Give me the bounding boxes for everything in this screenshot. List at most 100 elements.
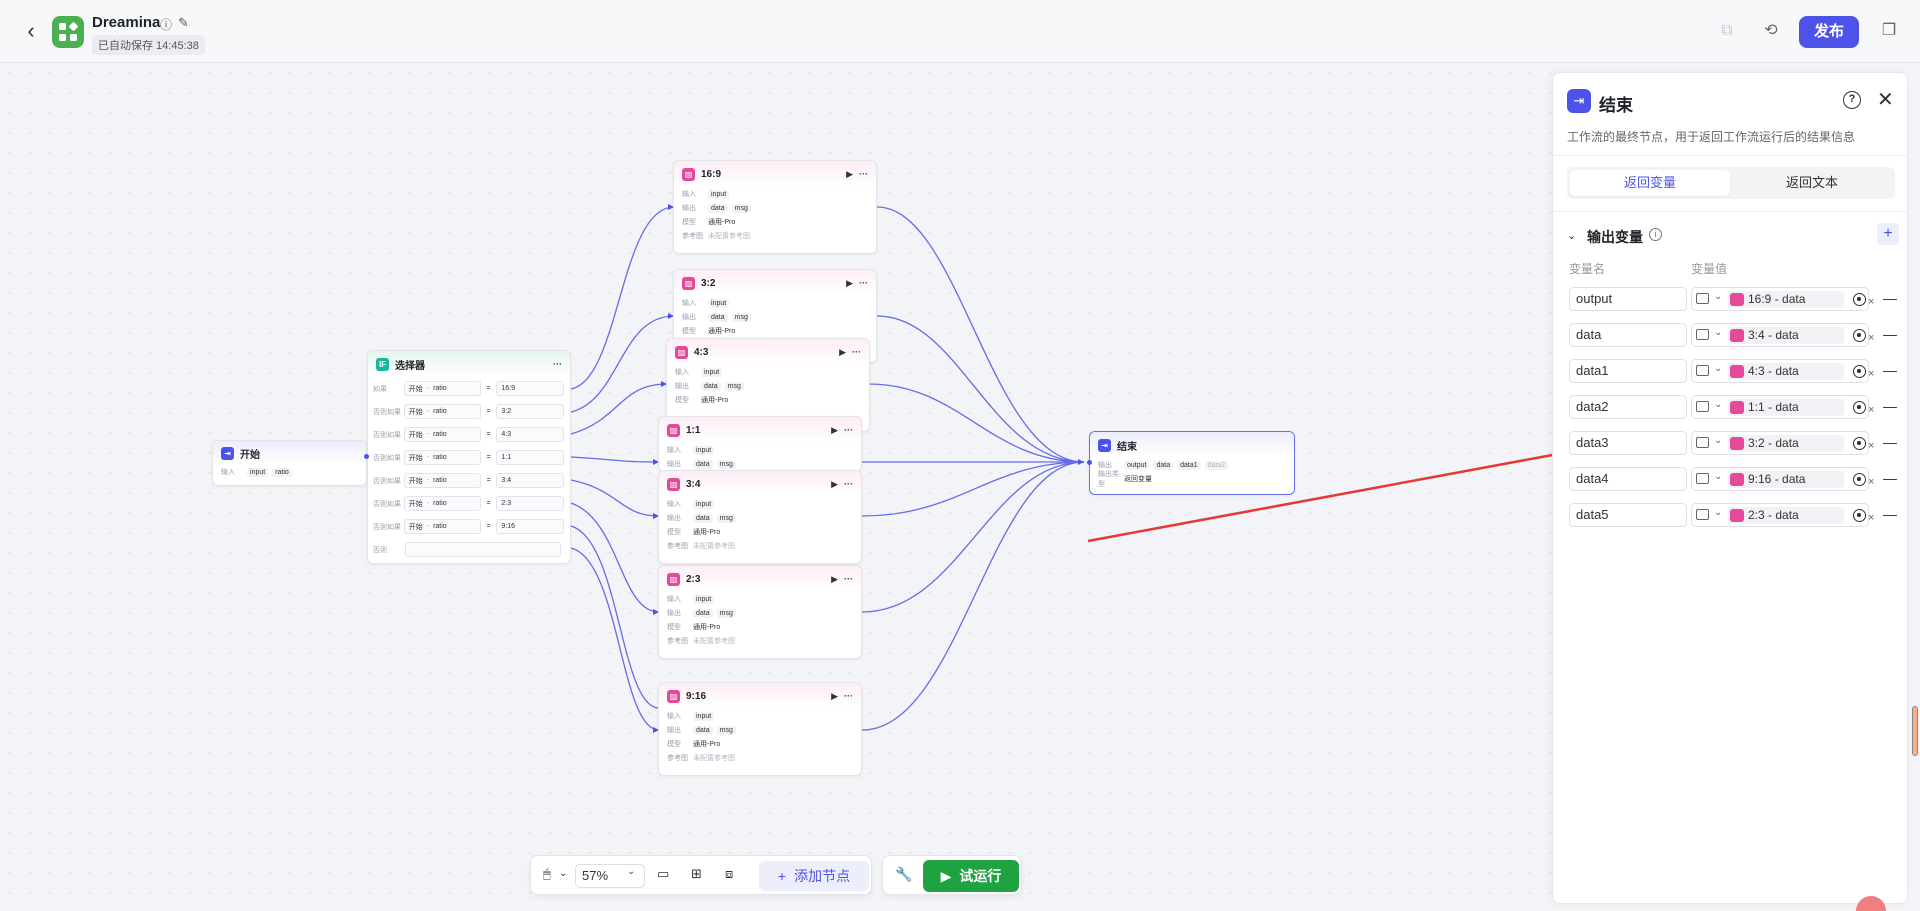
- chevron-down-icon[interactable]: ⌄: [627, 866, 636, 877]
- variable-value-select[interactable]: ⌄ 3:4 - data×: [1691, 323, 1874, 347]
- target-icon[interactable]: [1853, 293, 1866, 306]
- more-icon[interactable]: ···: [844, 574, 853, 584]
- start-node[interactable]: ⇥ 开始 输入 input ratio: [212, 440, 367, 486]
- remove-variable-icon[interactable]: —: [1883, 470, 1897, 486]
- chevron-down-icon[interactable]: ⌄: [1714, 507, 1723, 518]
- play-icon[interactable]: ▶: [831, 573, 838, 584]
- play-icon[interactable]: ▶: [846, 168, 853, 179]
- image-type-icon[interactable]: [1696, 473, 1709, 484]
- target-icon[interactable]: [1853, 473, 1866, 486]
- more-icon[interactable]: ···: [859, 169, 868, 179]
- remove-variable-icon[interactable]: —: [1883, 434, 1897, 450]
- variable-value-select[interactable]: ⌄ 16:9 - data×: [1691, 287, 1874, 311]
- add-node-button[interactable]: +添加节点: [759, 861, 869, 891]
- add-variable-button[interactable]: +: [1877, 223, 1899, 245]
- tab-return-text[interactable]: 返回文本: [1785, 175, 1838, 190]
- variable-name-input[interactable]: data3: [1569, 431, 1687, 455]
- mouse-icon[interactable]: 🖱: [543, 866, 551, 881]
- variable-name-input[interactable]: data: [1569, 323, 1687, 347]
- play-icon[interactable]: ▶: [846, 277, 853, 288]
- duplicate-icon[interactable]: ❐: [1881, 22, 1897, 39]
- variable-name-input[interactable]: data2: [1569, 395, 1687, 419]
- more-icon[interactable]: ···: [844, 691, 853, 701]
- variable-value-select[interactable]: ⌄ 2:3 - data×: [1691, 503, 1874, 527]
- remove-variable-icon[interactable]: —: [1883, 506, 1897, 522]
- back-chevron-icon[interactable]: ‹: [27, 18, 35, 43]
- play-icon[interactable]: ▶: [831, 478, 838, 489]
- target-icon[interactable]: [1853, 365, 1866, 378]
- copy-icon[interactable]: ⧉: [1721, 22, 1733, 39]
- variable-name-input[interactable]: output: [1569, 287, 1687, 311]
- chevron-down-icon[interactable]: ⌄: [1567, 230, 1577, 242]
- more-icon[interactable]: ···: [844, 479, 853, 489]
- remove-variable-icon[interactable]: —: [1883, 326, 1897, 342]
- clear-icon[interactable]: ×: [1868, 332, 1875, 344]
- image-type-icon[interactable]: [1696, 437, 1709, 448]
- target-icon[interactable]: [1853, 329, 1866, 342]
- play-icon[interactable]: ▶: [839, 346, 846, 357]
- chevron-down-icon[interactable]: ⌄: [1714, 327, 1723, 338]
- more-icon[interactable]: ···: [859, 278, 868, 288]
- remove-variable-icon[interactable]: —: [1883, 290, 1897, 306]
- variable-name-input[interactable]: data4: [1569, 467, 1687, 491]
- remove-variable-icon[interactable]: —: [1883, 362, 1897, 378]
- close-icon[interactable]: ✕: [1877, 89, 1894, 111]
- more-icon[interactable]: ···: [844, 425, 853, 435]
- layout-icon[interactable]: ⊞: [691, 866, 702, 881]
- target-icon[interactable]: [1853, 509, 1866, 522]
- more-icon[interactable]: ···: [553, 359, 562, 369]
- clear-icon[interactable]: ×: [1868, 404, 1875, 416]
- selector-node[interactable]: IF 选择器 ··· 如果 开始-ratio = 16:9 否则如果 开始-ra…: [367, 350, 571, 564]
- variable-value-select[interactable]: ⌄ 4:3 - data×: [1691, 359, 1874, 383]
- clear-icon[interactable]: ×: [1868, 368, 1875, 380]
- more-icon[interactable]: ···: [852, 347, 861, 357]
- clear-icon[interactable]: ×: [1868, 296, 1875, 308]
- chevron-down-icon[interactable]: ⌄: [1714, 435, 1723, 446]
- minimap-icon[interactable]: ⧈: [725, 866, 734, 881]
- play-icon[interactable]: ▶: [831, 690, 838, 701]
- help-icon[interactable]: ?: [1843, 91, 1861, 109]
- chevron-down-icon[interactable]: ⌄: [1714, 291, 1723, 302]
- tab-return-variables[interactable]: 返回变量: [1570, 170, 1730, 196]
- zoom-select[interactable]: 57%: [575, 864, 645, 888]
- image-type-icon[interactable]: [1696, 293, 1709, 304]
- image-type-icon[interactable]: [1696, 401, 1709, 412]
- image-type-icon[interactable]: [1696, 509, 1709, 520]
- variable-value-select[interactable]: ⌄ 9:16 - data×: [1691, 467, 1874, 491]
- clear-icon[interactable]: ×: [1868, 440, 1875, 452]
- info-icon[interactable]: i: [1649, 228, 1662, 241]
- target-icon[interactable]: [1853, 401, 1866, 414]
- publish-button[interactable]: 发布: [1799, 16, 1859, 48]
- play-icon[interactable]: ▶: [831, 424, 838, 435]
- edit-icon[interactable]: ✎: [178, 15, 189, 30]
- end-input-port[interactable]: [1087, 460, 1092, 465]
- test-run-button[interactable]: ▶试运行: [923, 860, 1019, 892]
- comment-icon[interactable]: ▭: [657, 866, 670, 881]
- remove-variable-icon[interactable]: —: [1883, 398, 1897, 414]
- chevron-down-icon[interactable]: ⌄: [559, 868, 568, 879]
- avatar[interactable]: [1856, 896, 1886, 911]
- variable-name-input[interactable]: data5: [1569, 503, 1687, 527]
- wrench-icon[interactable]: 🔧: [895, 866, 913, 882]
- info-icon[interactable]: ⓘ: [160, 18, 173, 32]
- scrollbar-thumb[interactable]: [1912, 706, 1918, 756]
- image-type-icon[interactable]: [1696, 329, 1709, 340]
- variable-name-input[interactable]: data1: [1569, 359, 1687, 383]
- history-icon[interactable]: ⟲: [1764, 22, 1778, 39]
- image-type-icon[interactable]: [1696, 365, 1709, 376]
- clear-icon[interactable]: ×: [1868, 512, 1875, 524]
- clear-icon[interactable]: ×: [1868, 476, 1875, 488]
- variable-value-select[interactable]: ⌄ 1:1 - data×: [1691, 395, 1874, 419]
- chevron-down-icon[interactable]: ⌄: [1714, 363, 1723, 374]
- target-icon[interactable]: [1853, 437, 1866, 450]
- variable-value-select[interactable]: ⌄ 3:2 - data×: [1691, 431, 1874, 455]
- start-output-port[interactable]: [364, 454, 369, 459]
- chevron-down-icon[interactable]: ⌄: [1714, 471, 1723, 482]
- chevron-down-icon[interactable]: ⌄: [1714, 399, 1723, 410]
